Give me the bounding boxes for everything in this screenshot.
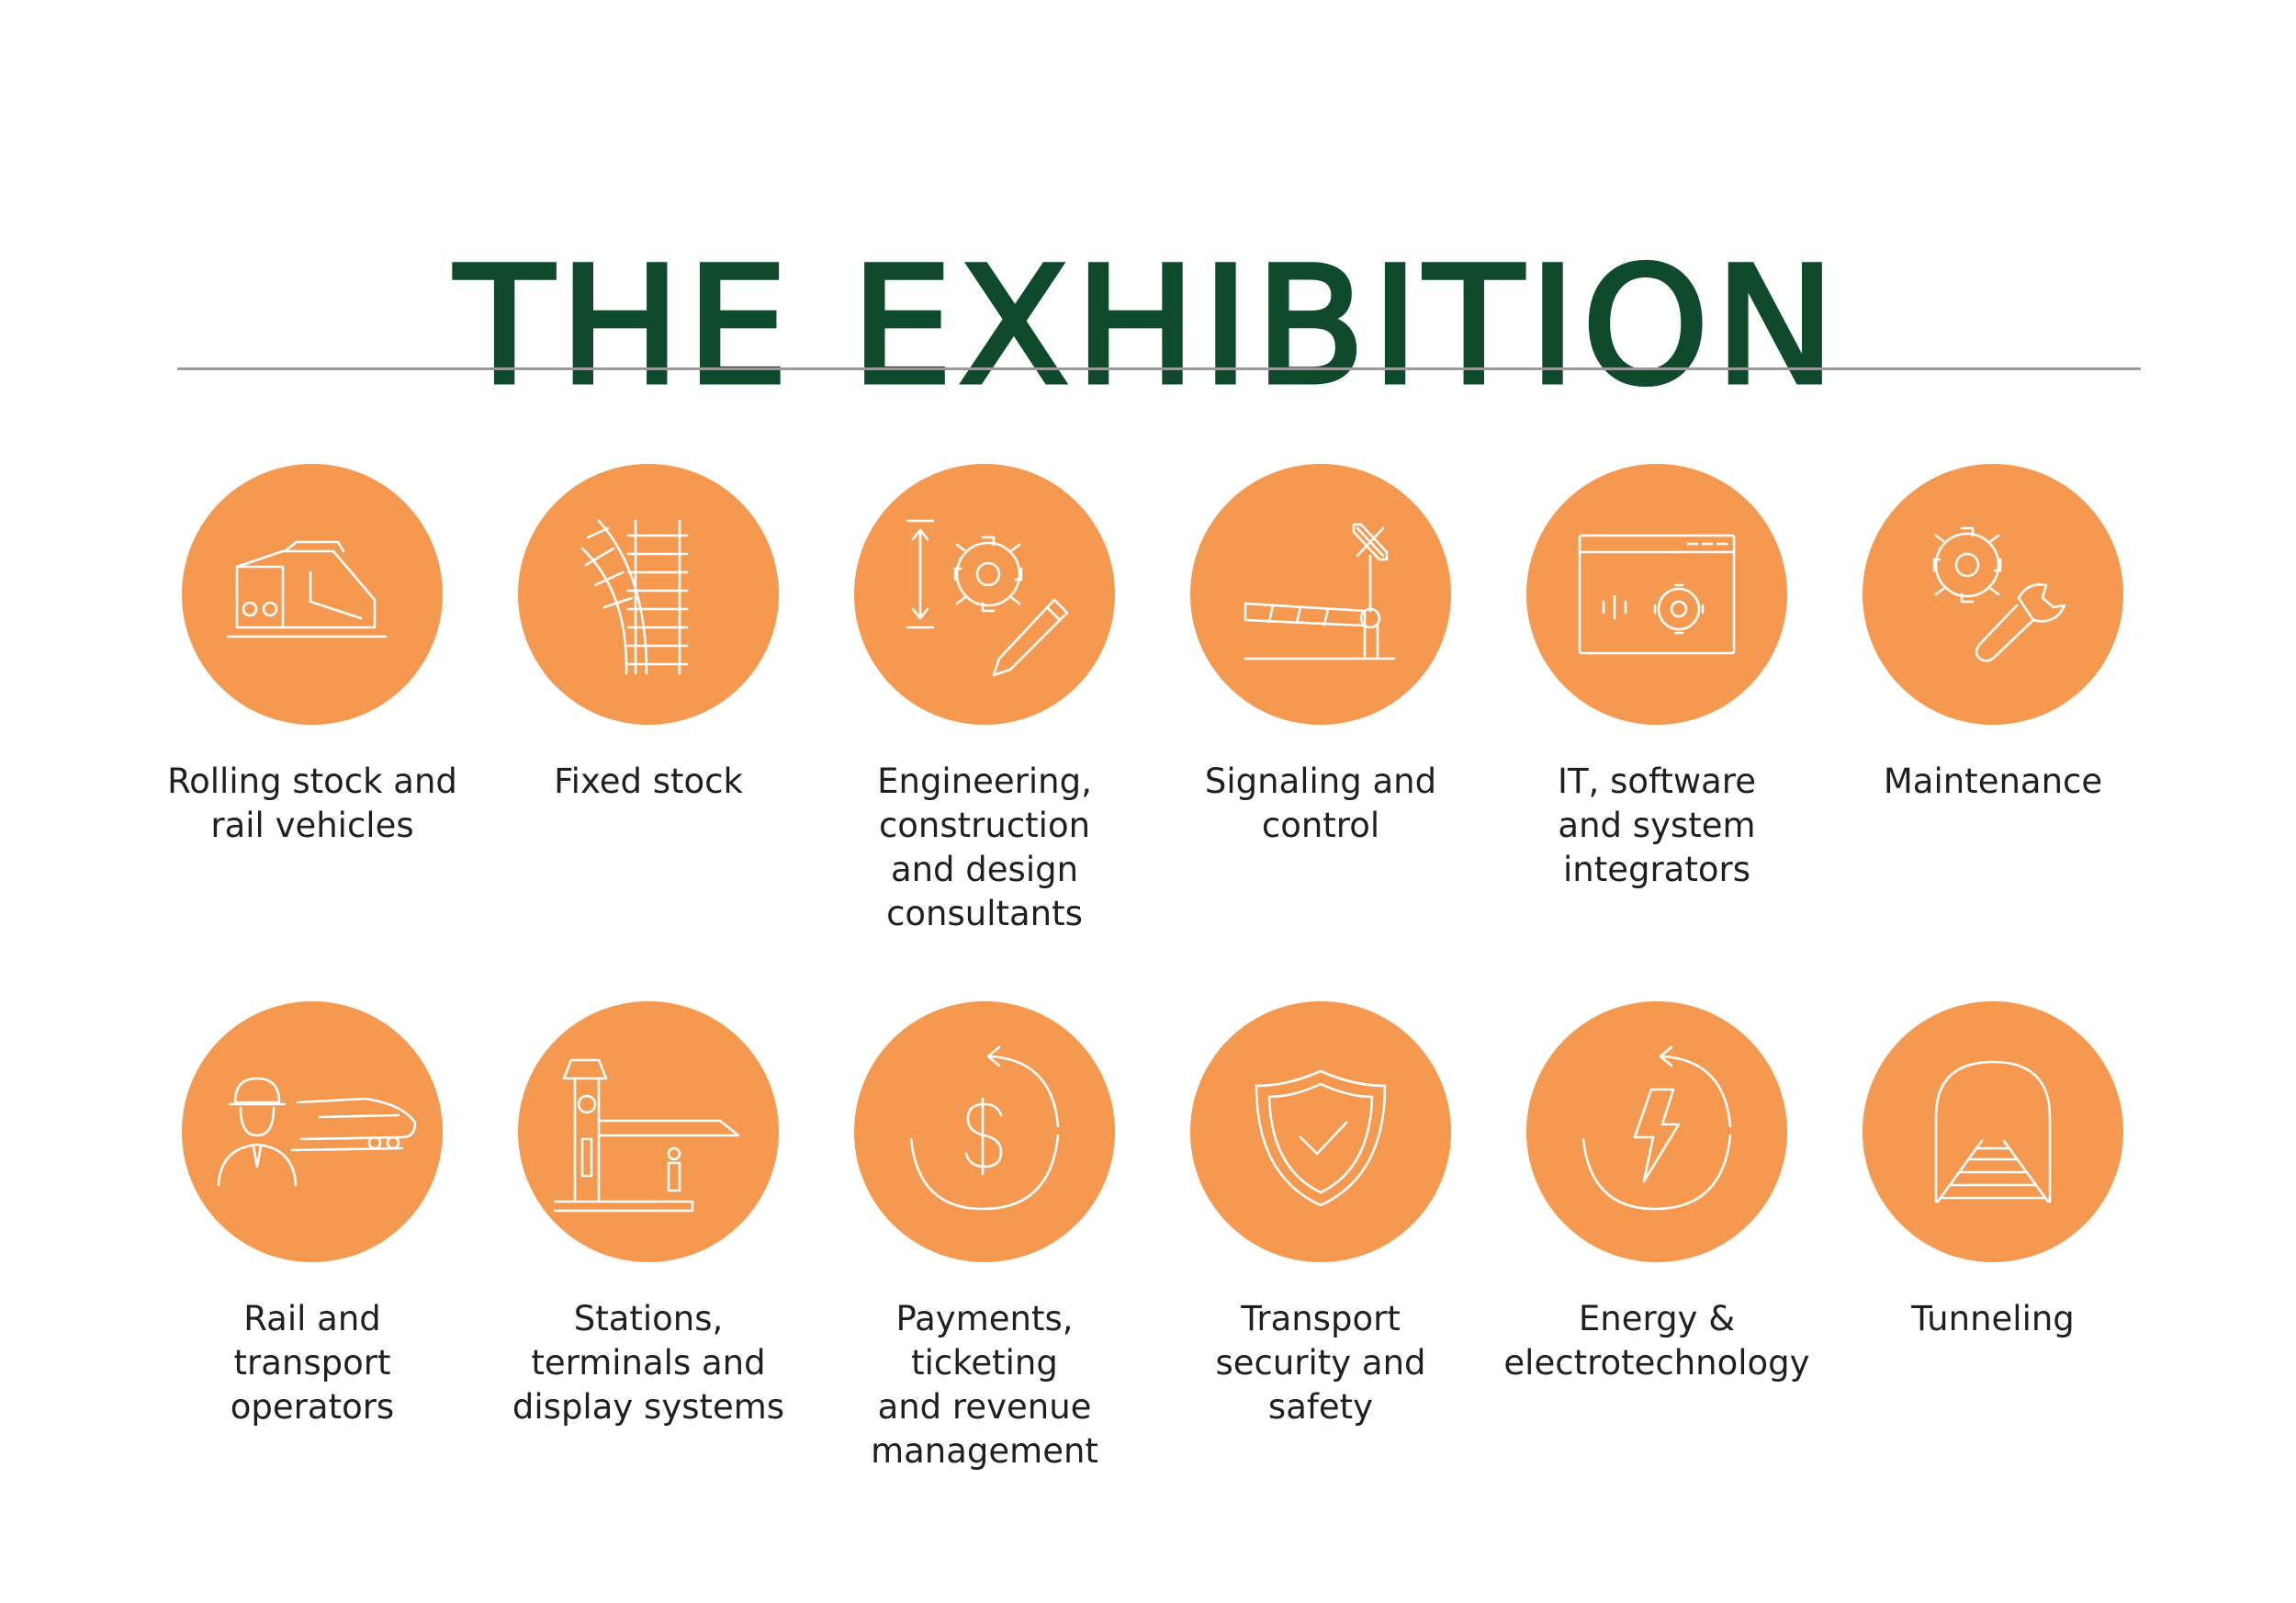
category-label: Energy & electrotechnology (1503, 1299, 1810, 1383)
window-gear-icon (1578, 534, 1736, 655)
title-divider (177, 367, 2141, 370)
category-label: Fixed stock (554, 762, 743, 801)
worker-train-icon (217, 1077, 417, 1187)
category-label: IT, software and system integrators (1558, 762, 1756, 889)
train-icon (226, 540, 388, 638)
category-circle (182, 464, 443, 725)
category-security: Transport security and safety (1128, 1001, 1514, 1571)
category-circle (518, 464, 779, 725)
category-signaling: Signaling and control (1128, 464, 1514, 1033)
category-operators: Rail and transport operators (119, 1001, 505, 1571)
rail-track-icon (580, 519, 689, 675)
category-circle (1526, 464, 1787, 725)
category-label: Maintenance (1883, 762, 2103, 801)
category-label: Rail and transport operators (230, 1299, 395, 1427)
dollar-cycle-icon (909, 1045, 1060, 1211)
category-label: Stations, terminals and display systems (512, 1299, 785, 1427)
category-circle (1863, 464, 2123, 725)
category-maintenance: Maintenance (1800, 464, 2186, 1033)
category-circle (1526, 1001, 1787, 1262)
category-label: Signaling and control (1204, 762, 1437, 845)
gear-wrench-icon (1932, 526, 2066, 662)
category-label: Engineering, construction and design con… (877, 762, 1092, 933)
category-circle (1863, 1001, 2123, 1262)
station-icon (553, 1058, 740, 1213)
category-rolling-stock: Rolling stock and rail vehicles (119, 464, 505, 1033)
gear-pencil-icon (906, 519, 1069, 677)
category-circle (1190, 1001, 1451, 1262)
page-title: THE EXHIBITION (453, 231, 1841, 421)
shield-check-icon (1255, 1069, 1387, 1207)
category-label: Transport security and safety (1215, 1299, 1426, 1427)
category-label: Payments, ticketing and revenue manageme… (871, 1299, 1098, 1471)
category-it-software: IT, software and system integrators (1464, 464, 1850, 1033)
category-label: Tunneling (1911, 1299, 2075, 1338)
category-stations: Stations, terminals and display systems (456, 1001, 841, 1571)
category-circle (854, 1001, 1115, 1262)
category-circle (518, 1001, 779, 1262)
barrier-crossing-icon (1244, 523, 1396, 660)
lightning-cycle-icon (1581, 1045, 1732, 1211)
tunnel-icon (1934, 1060, 2052, 1203)
category-engineering: Engineering, construction and design con… (792, 464, 1177, 1033)
category-circle (182, 1001, 443, 1262)
category-label: Rolling stock and rail vehicles (167, 762, 457, 845)
category-payments: Payments, ticketing and revenue manageme… (792, 1001, 1177, 1571)
category-tunneling: Tunneling (1800, 1001, 2186, 1571)
category-fixed-stock: Fixed stock (456, 464, 841, 1033)
category-energy: Energy & electrotechnology (1464, 1001, 1850, 1571)
category-circle (1190, 464, 1451, 725)
category-circle (854, 464, 1115, 725)
